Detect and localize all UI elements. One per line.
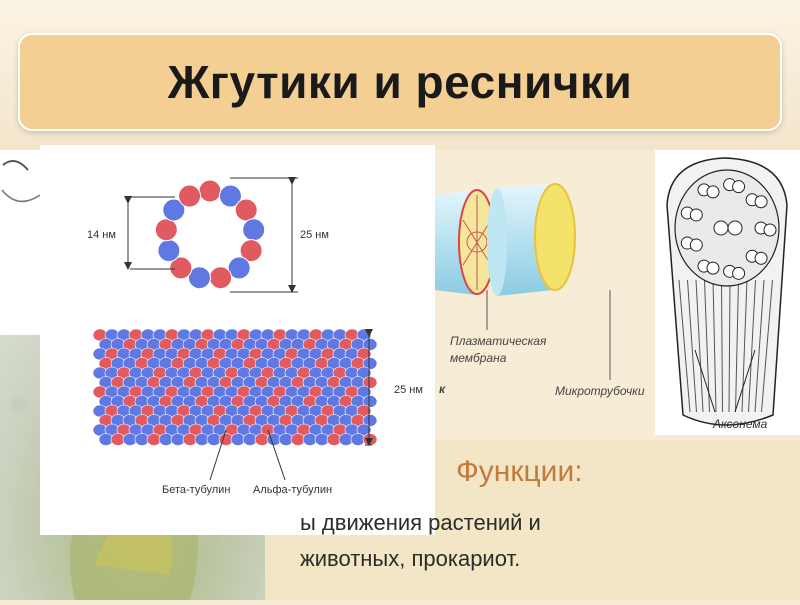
microtubule-cross-section: [154, 179, 266, 290]
axoneme-label: Аксонема: [712, 417, 768, 431]
doublet-b: [689, 208, 703, 222]
background-left-strip: [0, 150, 45, 340]
axoneme-rods: [678, 279, 773, 413]
axoneme-rod-line: [678, 279, 691, 413]
tubulin-subunit: [162, 198, 186, 222]
tubulin-subunit: [227, 256, 251, 280]
axoneme-pointer-right: [734, 349, 756, 413]
flagellum-diagram: Плазматическая мембрана к Микротрубочки: [435, 150, 665, 435]
axoneme-rod-line: [748, 279, 756, 413]
doublet-b: [689, 238, 703, 252]
tubulin-subunit: [169, 256, 193, 280]
tubulin-subunit: [234, 198, 258, 222]
middle-sheath-edge: [487, 188, 507, 296]
doublet-b: [706, 261, 720, 275]
doublet-b: [763, 223, 777, 237]
axoneme-rod-line: [687, 279, 697, 413]
microtubule-svg: 14 нм 25 нм 25 нм Бета-тубулин Альфа-туб…: [87, 177, 423, 496]
alpha-pointer-line: [267, 429, 286, 481]
axoneme-diagram: Аксонема: [655, 150, 800, 435]
tube-diameter-label: 25 нм: [394, 384, 423, 396]
tubulin-subunit: [198, 179, 222, 203]
sketch-fragment: [1, 160, 41, 203]
doublet-b: [754, 195, 768, 209]
doublet-b: [706, 185, 720, 199]
tubulin-subunit: [209, 266, 233, 290]
axoneme-rod-line: [754, 279, 765, 413]
doublet-b: [754, 251, 768, 265]
beta-pointer-line: [209, 429, 227, 481]
axoneme-svg: Аксонема: [666, 157, 788, 431]
tubulin-subunit: [157, 239, 181, 263]
tubulin-subunit: [178, 184, 202, 208]
axoneme-rod-line: [704, 279, 710, 413]
alpha-tubulin-label: Альфа-тубулин: [253, 484, 332, 496]
tubulin-subunit: [154, 218, 178, 242]
membrane-ring: [534, 183, 576, 291]
axoneme-rod-line: [695, 279, 704, 413]
microtubule-diagram: 14 нм 25 нм 25 нм Бета-тубулин Альфа-туб…: [40, 145, 435, 535]
tubulin-subunit: [187, 266, 211, 290]
functions-text-line-1: ы движения растений и: [300, 510, 541, 535]
membrane-label-1: Плазматическая: [450, 334, 547, 348]
microtubules-label: Микротрубочки: [555, 384, 645, 398]
doublet-b: [732, 180, 746, 194]
axoneme-rod-line: [728, 279, 731, 413]
doublet-b: [732, 266, 746, 280]
fragment-label: к: [439, 382, 446, 396]
functions-text-line-2: животных, прокариот.: [300, 546, 521, 571]
flagellum-svg: Плазматическая мембрана к Микротрубочки: [435, 183, 645, 398]
axoneme-doublets: [680, 178, 777, 280]
outer-diameter-label: 25 нм: [300, 229, 329, 241]
tubulin-subunit: [218, 184, 242, 208]
tubulin-subunit: [239, 239, 263, 263]
tubulin-dimer: [362, 433, 378, 446]
axoneme-pointer-left: [694, 349, 716, 413]
axoneme-rod-line: [741, 279, 748, 413]
axoneme-rod-line: [721, 279, 723, 413]
tubulin-subunit: [242, 218, 266, 242]
inner-diameter-label: 14 нм: [87, 229, 116, 241]
beta-tubulin-label: Бета-тубулин: [162, 484, 230, 496]
functions-heading: Функции:: [456, 455, 583, 488]
central-pair-left: [713, 220, 729, 236]
axoneme-rod-line: [735, 279, 739, 413]
title-banner: Жгутики и реснички: [18, 33, 782, 131]
axoneme-rod-line: [761, 279, 773, 413]
microtubule-side-view: [92, 328, 378, 446]
slide-title: Жгутики и реснички: [167, 56, 633, 108]
membrane-label-2: мембрана: [450, 351, 507, 365]
central-pair-right: [727, 220, 743, 236]
axoneme-rod-line: [712, 279, 717, 413]
